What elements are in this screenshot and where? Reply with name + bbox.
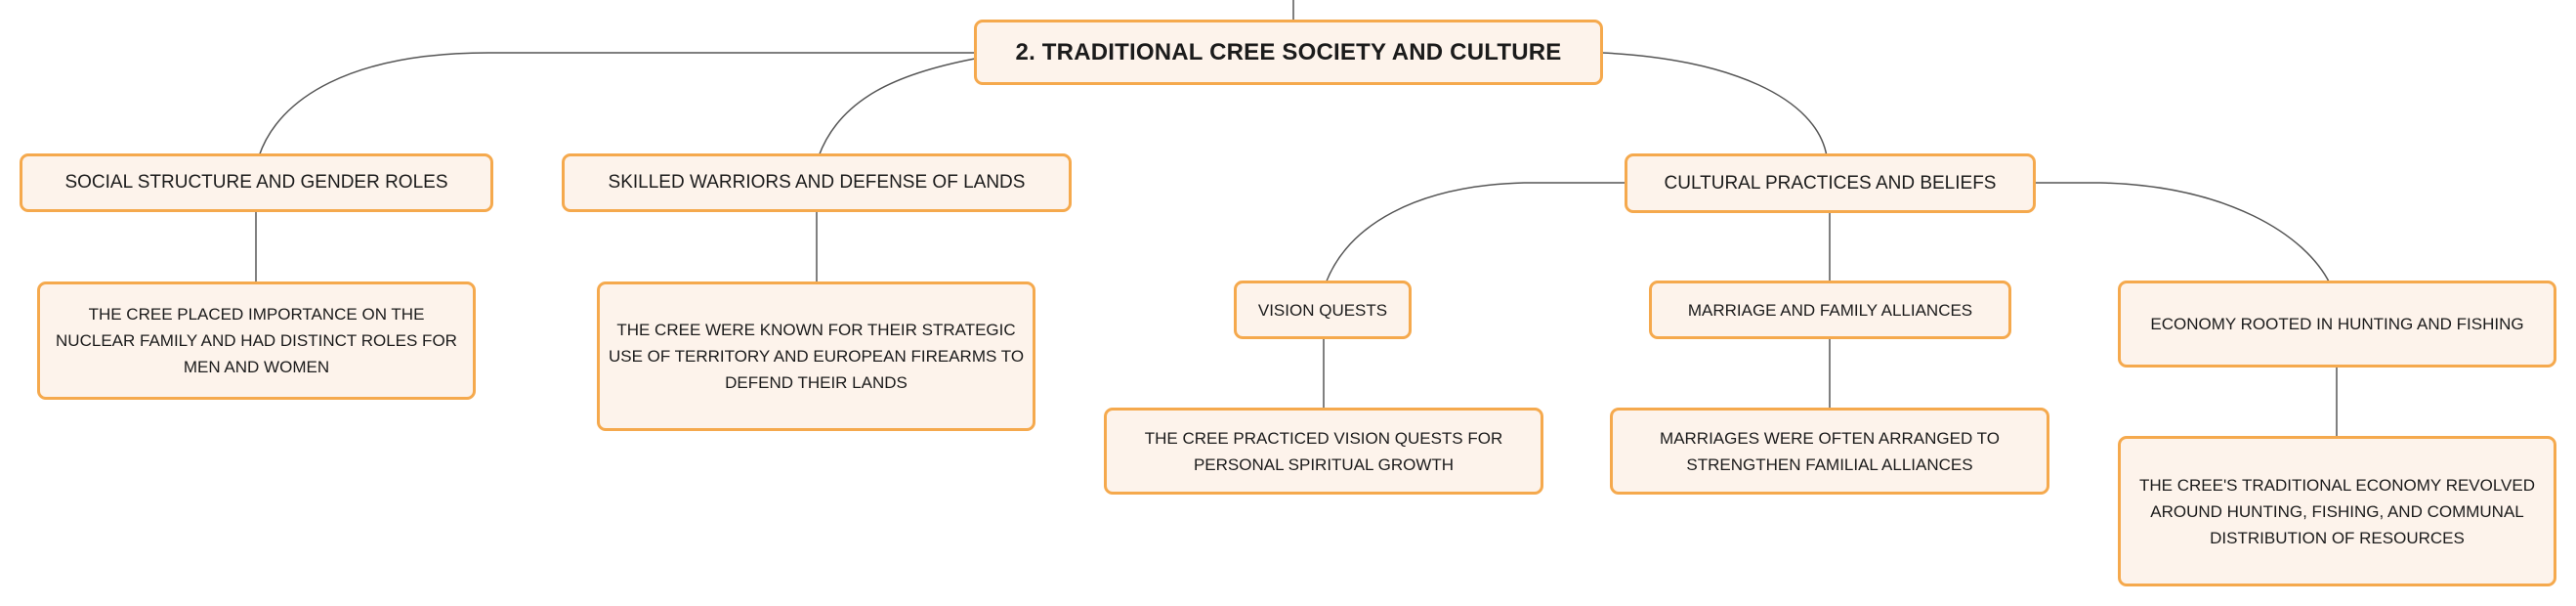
- connector-cultural-economy: [2035, 182, 2331, 284]
- detail-node-skilled-warriors[interactable]: THE CREE WERE KNOWN FOR THEIR STRATEGIC …: [597, 281, 1035, 431]
- topic-node-skilled-warriors[interactable]: SKILLED WARRIORS AND DEFENSE OF LANDS: [562, 153, 1072, 212]
- connector-cultural-vision: [1325, 182, 1625, 284]
- subtopic-node-vision-quests[interactable]: VISION QUESTS: [1234, 281, 1412, 339]
- detail-node-vision-quests[interactable]: THE CREE PRACTICED VISION QUESTS FOR PER…: [1104, 408, 1543, 495]
- subtopic-node-marriage-alliances[interactable]: MARRIAGE AND FAMILY ALLIANCES: [1649, 281, 2011, 339]
- subtopic-node-economy[interactable]: ECONOMY ROOTED IN HUNTING AND FISHING: [2118, 281, 2556, 368]
- central-topic-node[interactable]: 2. TRADITIONAL CREE SOCIETY AND CULTURE: [974, 20, 1603, 85]
- detail-node-social-structure[interactable]: THE CREE PLACED IMPORTANCE ON THE NUCLEA…: [37, 281, 476, 400]
- detail-node-economy[interactable]: THE CREE'S TRADITIONAL ECONOMY REVOLVED …: [2118, 436, 2556, 586]
- topic-node-cultural-practices[interactable]: CULTURAL PRACTICES AND BELIEFS: [1625, 153, 2036, 213]
- connector-root-social: [258, 52, 975, 157]
- connector-root-warriors: [818, 58, 976, 157]
- topic-node-social-structure[interactable]: SOCIAL STRUCTURE AND GENDER ROLES: [20, 153, 493, 212]
- connector-root-cultural: [1601, 52, 1828, 157]
- detail-node-marriage-alliances[interactable]: MARRIAGES WERE OFTEN ARRANGED TO STRENGT…: [1610, 408, 2049, 495]
